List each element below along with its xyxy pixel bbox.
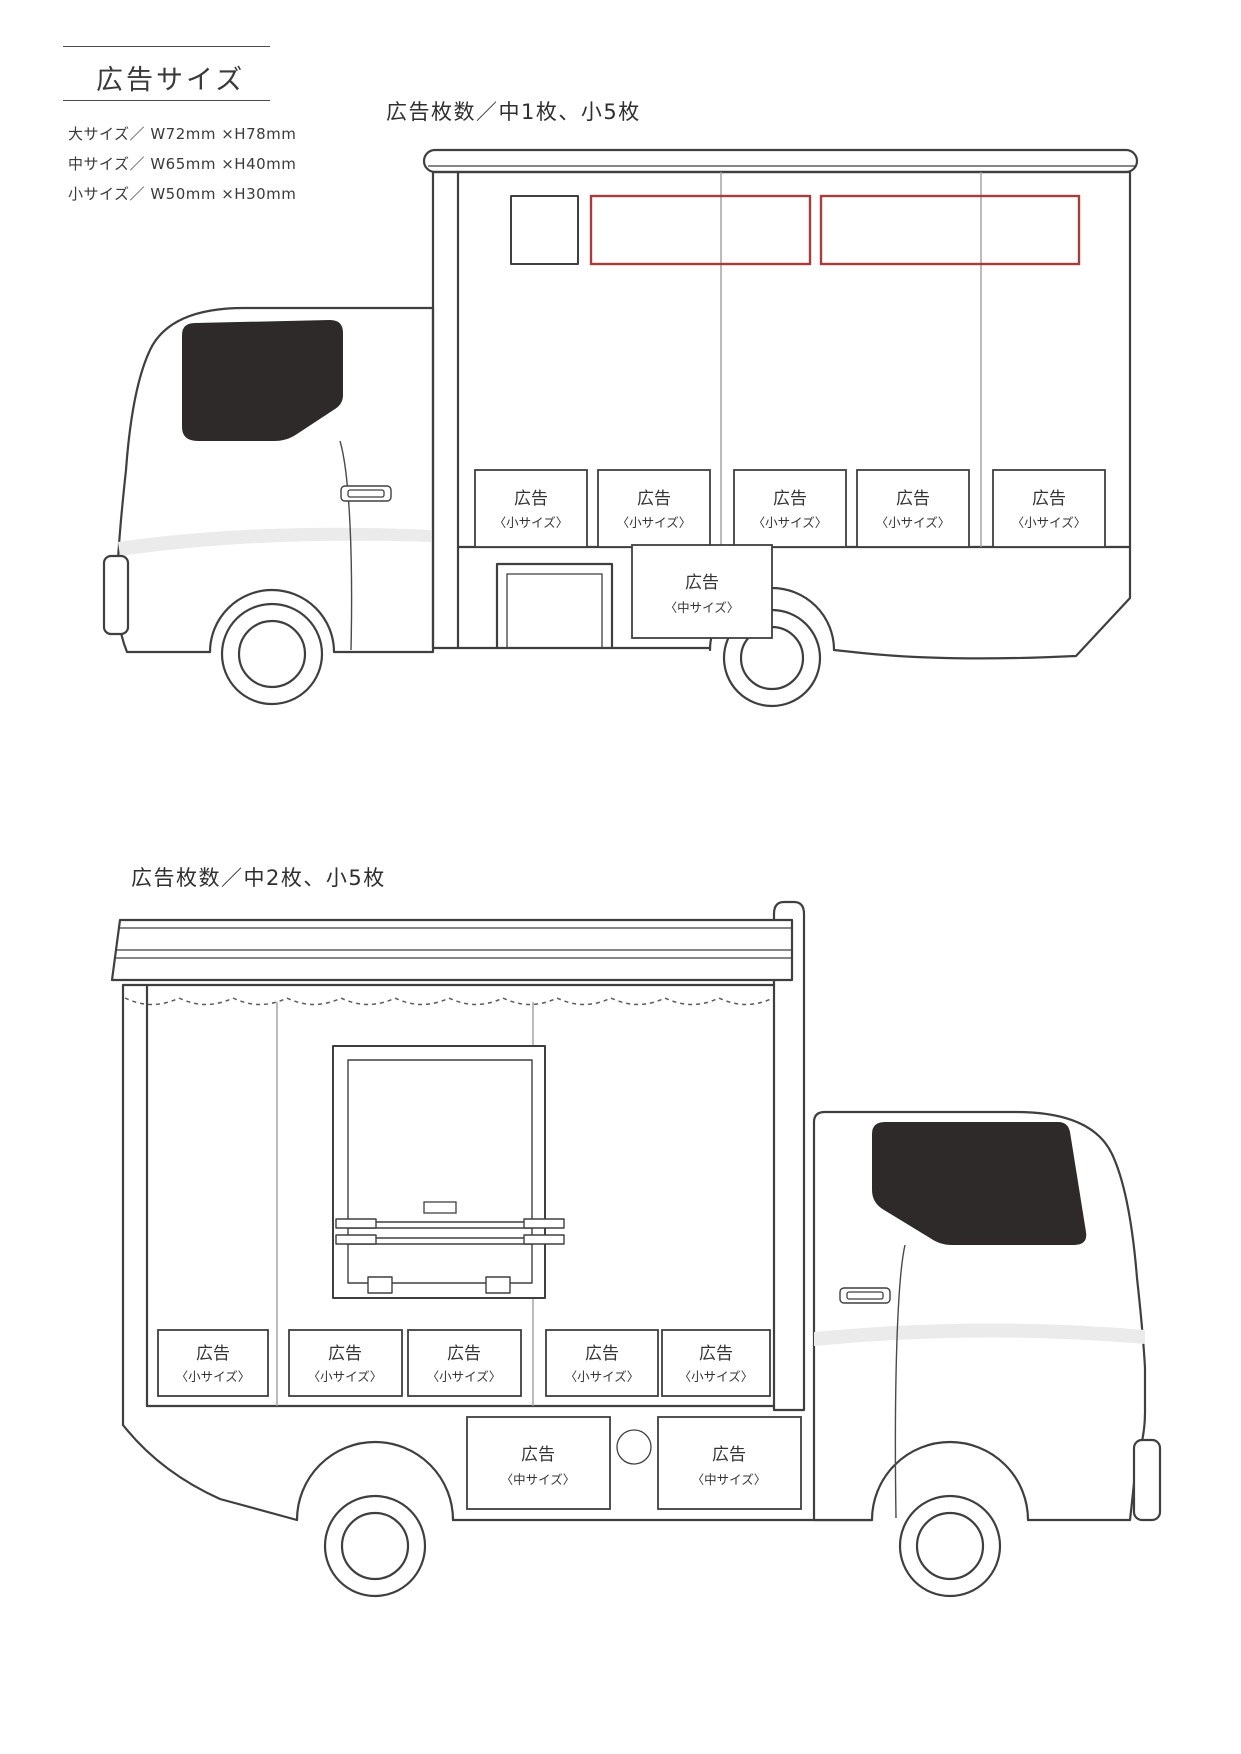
truck2-fuel-cap (616, 1429, 652, 1465)
truck1-illustration: 広告 〈小サイズ〉 広告 〈小サイズ〉 広告 〈小サイズ〉 広告 〈小サイズ〉 … (102, 148, 1139, 708)
svg-text:広告: 広告 (712, 1445, 746, 1465)
legend-bottom-rule (63, 100, 270, 101)
truck2-rear-wheel (295, 1440, 455, 1598)
svg-text:〈小サイズ〉: 〈小サイズ〉 (1012, 515, 1087, 530)
svg-text:広告: 広告 (196, 1344, 230, 1364)
truck1-door-seam (339, 440, 353, 651)
truck1-highlight-frame-2 (819, 194, 1081, 266)
truck1-cab-stripe (118, 527, 433, 556)
svg-text:〈小サイズ〉: 〈小サイズ〉 (617, 515, 692, 530)
truck1-ad-slot-small-5: 広告 〈小サイズ〉 (992, 469, 1106, 548)
svg-text:〈中サイズ〉: 〈中サイズ〉 (692, 1472, 767, 1487)
svg-text:広告: 広告 (585, 1344, 619, 1364)
legend-title: 広告サイズ (96, 65, 246, 96)
svg-text:〈小サイズ〉: 〈小サイズ〉 (427, 1369, 502, 1384)
truck2-illustration: 広告 〈小サイズ〉 広告 〈小サイズ〉 広告 〈小サイズ〉 広告 〈小サイズ〉 … (110, 900, 1162, 1598)
truck2-window-foot-left (367, 1276, 393, 1294)
truck2-window-foot-right (485, 1276, 511, 1294)
truck2-roof-awning (110, 918, 794, 982)
truck1-ad-slot-small-1: 広告 〈小サイズ〉 (474, 469, 588, 548)
truck1-front-bumper (102, 554, 130, 636)
svg-text:〈小サイズ〉: 〈小サイズ〉 (494, 515, 569, 530)
truck2-cargo-box (121, 983, 776, 1427)
svg-text:〈小サイズ〉: 〈小サイズ〉 (308, 1369, 383, 1384)
truck1-cab-window (182, 320, 343, 441)
truck2-title: 広告枚数／中2枚、小5枚 (131, 866, 386, 890)
svg-text:〈中サイズ〉: 〈中サイズ〉 (665, 600, 740, 615)
truck1-ad-slot-medium-1: 広告 〈中サイズ〉 (631, 544, 773, 639)
svg-text:〈小サイズ〉: 〈小サイズ〉 (876, 515, 951, 530)
truck2-ad-slot-medium-2: 広告 〈中サイズ〉 (657, 1416, 802, 1510)
truck2-curtain-scallop (124, 997, 774, 1006)
legend-item-large: 大サイズ／ W72mm ×H78mm (68, 125, 297, 143)
svg-text:広告: 広告 (514, 489, 548, 509)
truck2-ad-slot-small-1: 広告 〈小サイズ〉 (157, 1329, 269, 1397)
svg-text:〈小サイズ〉: 〈小サイズ〉 (753, 515, 828, 530)
truck1-ad-slot-small-2: 広告 〈小サイズ〉 (597, 469, 711, 548)
svg-text:広告: 広告 (773, 489, 807, 509)
truck2-door-seam (894, 1244, 906, 1519)
svg-text:広告: 広告 (699, 1344, 733, 1364)
truck2-window-rails (335, 1218, 565, 1245)
svg-text:広告: 広告 (637, 489, 671, 509)
truck1-door-opening (495, 562, 614, 650)
truck1-ad-slot-small-3: 広告 〈小サイズ〉 (733, 469, 847, 548)
truck1-front-wheel (220, 602, 324, 706)
svg-text:〈小サイズ〉: 〈小サイズ〉 (679, 1369, 754, 1384)
svg-text:広告: 広告 (896, 489, 930, 509)
truck1-door-handle (340, 485, 392, 502)
svg-text:広告: 広告 (328, 1344, 362, 1364)
svg-text:広告: 広告 (685, 573, 719, 593)
truck1-highlight-frame-1 (589, 194, 812, 266)
svg-text:広告: 広告 (1032, 489, 1066, 509)
truck1-ad-slot-small-4: 広告 〈小サイズ〉 (856, 469, 970, 548)
truck2-cab-window (872, 1122, 1087, 1245)
svg-text:〈中サイズ〉: 〈中サイズ〉 (501, 1472, 576, 1487)
legend-item-small: 小サイズ／ W50mm ×H30mm (68, 185, 297, 203)
truck1-title: 広告枚数／中1枚、小5枚 (386, 100, 641, 124)
truck2-serving-window (332, 1045, 565, 1299)
svg-text:広告: 広告 (447, 1344, 481, 1364)
svg-text:〈小サイズ〉: 〈小サイズ〉 (565, 1369, 640, 1384)
truck1-square-panel (510, 195, 579, 265)
legend-item-medium: 中サイズ／ W65mm ×H40mm (68, 155, 297, 173)
truck2-window-latch (423, 1201, 457, 1214)
truck2-ad-slot-small-3: 広告 〈小サイズ〉 (407, 1329, 522, 1397)
legend-top-rule (63, 46, 270, 47)
truck2-front-wheel (898, 1494, 1002, 1598)
truck2-ad-slot-small-2: 広告 〈小サイズ〉 (288, 1329, 403, 1397)
truck2-front-bumper (1132, 1438, 1162, 1522)
svg-text:広告: 広告 (521, 1445, 555, 1465)
truck2-ad-slot-small-4: 広告 〈小サイズ〉 (545, 1329, 659, 1397)
truck2-ad-slot-medium-1: 広告 〈中サイズ〉 (466, 1416, 611, 1510)
truck2-corner-post (772, 900, 806, 1412)
truck2-door-handle (839, 1287, 891, 1304)
truck2-ad-slot-small-5: 広告 〈小サイズ〉 (661, 1329, 771, 1397)
svg-text:〈小サイズ〉: 〈小サイズ〉 (176, 1369, 251, 1384)
truck1-roof-rail (422, 148, 1139, 174)
truck2-skirt (121, 1423, 874, 1522)
